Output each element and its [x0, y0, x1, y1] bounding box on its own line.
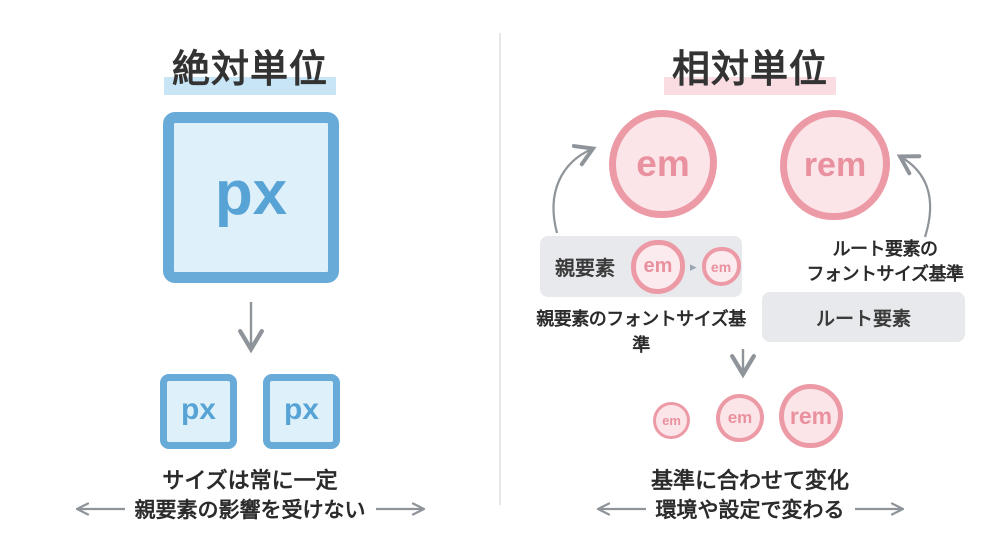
curved-arrow-to-em-icon — [552, 144, 597, 234]
right-arrow-icon — [854, 502, 904, 516]
left-arrow-caption: 親要素の影響を受けない — [0, 494, 500, 524]
relative-units-title-text: 相対単位 — [663, 38, 836, 95]
result-rem-large-circle: rem — [779, 384, 843, 448]
parent-em-small-label: em — [710, 258, 732, 275]
root-note-line2: フォントサイズ基準 — [806, 264, 964, 285]
px-small-label-1: px — [180, 392, 216, 426]
parent-em-small-circle: em — [701, 247, 741, 286]
right-caption: 基準に合わせて変化 — [650, 468, 849, 493]
center-divider — [499, 33, 501, 505]
root-note-line1: ルート要素の — [832, 239, 939, 259]
result-em-small-circle: em — [653, 402, 690, 439]
parent-element-box: 親要素 em ▸ em — [540, 236, 742, 297]
relative-units-title: 相対単位 — [500, 38, 1000, 95]
px-large-label: px — [214, 159, 288, 228]
em-circle: em — [609, 110, 717, 218]
curved-arrow-to-rem-icon — [896, 154, 932, 238]
result-em-medium-circle: em — [716, 394, 764, 442]
absolute-units-title: 絶対単位 — [0, 38, 500, 95]
root-element-label: ルート要素 — [815, 308, 911, 330]
small-right-arrow-icon: ▸ — [690, 258, 697, 274]
absolute-units-title-text: 絶対単位 — [163, 38, 336, 95]
root-note: ルート要素の フォントサイズ基準 — [775, 237, 995, 287]
root-element-box: ルート要素 — [762, 292, 965, 342]
right-arrow-caption: 環境や設定で変わる — [500, 494, 1000, 524]
parent-element-label: 親要素 — [555, 258, 615, 280]
left-arrow-icon — [75, 502, 125, 516]
parent-caption: 親要素のフォントサイズ基準 — [536, 309, 746, 355]
parent-em-large-label: em — [643, 255, 673, 277]
parent-em-large-circle: em — [631, 239, 685, 294]
px-small-box-2: px — [263, 374, 340, 449]
result-rem-large-label: rem — [789, 402, 833, 429]
em-circle-label: em — [636, 143, 690, 184]
left-caption: サイズは常に一定 — [162, 468, 338, 493]
result-em-medium-label: em — [727, 408, 753, 427]
result-em-small-label: em — [662, 413, 681, 428]
px-small-box-1: px — [160, 374, 237, 449]
left-arrow-icon — [596, 502, 646, 516]
right-arrow-caption-text: 環境や設定で変わる — [655, 499, 845, 522]
px-small-label-2: px — [283, 392, 319, 426]
px-large-box: px — [163, 112, 339, 283]
rem-circle-label: rem — [803, 145, 867, 184]
right-arrow-icon — [375, 502, 425, 516]
rem-circle: rem — [780, 110, 890, 220]
left-arrow-caption-text: 親要素の影響を受けない — [134, 499, 366, 522]
